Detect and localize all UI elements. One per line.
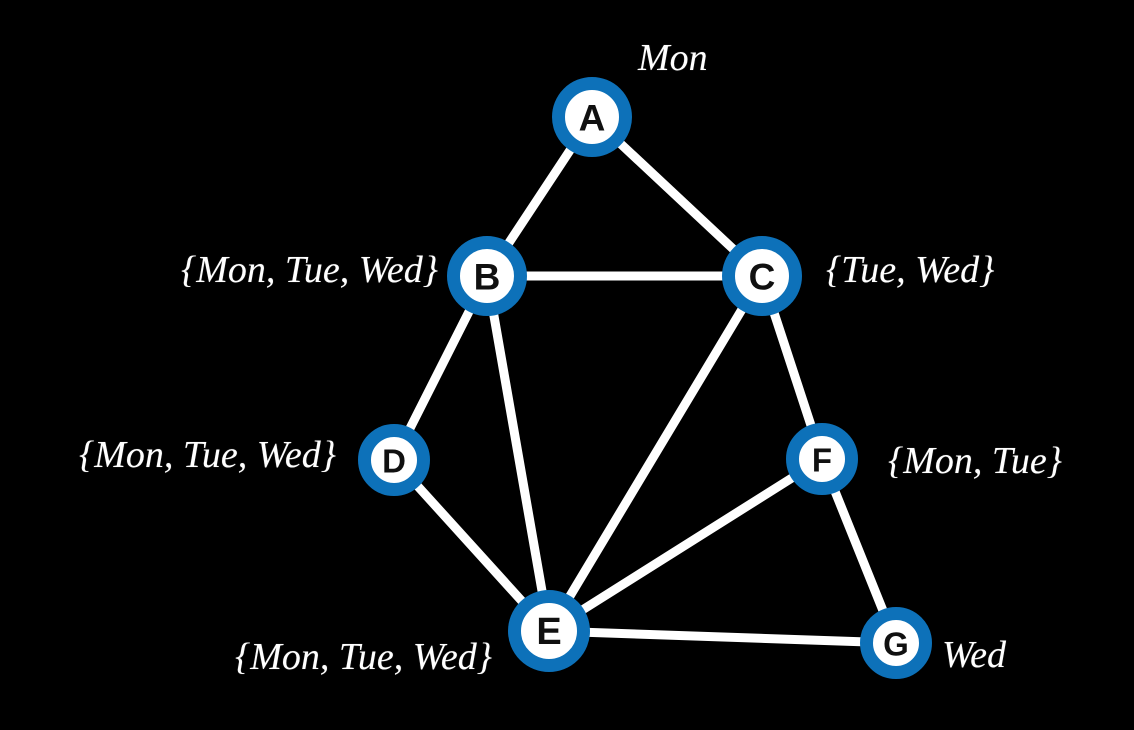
node-letter-b: B	[474, 257, 501, 298]
edge-e-f	[544, 454, 827, 636]
node-circle-b	[447, 236, 527, 316]
edge-e-g	[544, 626, 901, 648]
nodes-layer: A B C D E F G	[358, 77, 932, 679]
node-letter-d: D	[382, 443, 406, 480]
node-circle-e	[508, 590, 590, 672]
node-letter-e: E	[536, 611, 561, 653]
domain-label-g: Wed	[942, 634, 1007, 676]
edge-b-e	[482, 271, 554, 636]
domain-label-b: {Mon, Tue, Wed}	[181, 249, 438, 291]
domain-label-c: {Tue, Wed}	[826, 249, 995, 291]
node-letter-f: F	[812, 442, 832, 479]
node-circle-g	[860, 607, 932, 679]
node-circle-a	[552, 77, 632, 157]
node-circle-d	[358, 424, 430, 496]
node-g[interactable]: G	[860, 607, 932, 679]
node-f[interactable]: F	[786, 423, 858, 495]
node-letter-a: A	[579, 98, 606, 139]
node-letter-g: G	[883, 626, 909, 663]
node-d[interactable]: D	[358, 424, 430, 496]
node-circle-c	[722, 236, 802, 316]
edge-c-e	[544, 271, 767, 636]
domain-label-d: {Mon, Tue, Wed}	[79, 434, 336, 476]
node-b[interactable]: B	[447, 236, 527, 316]
domain-label-e: {Mon, Tue, Wed}	[235, 636, 492, 678]
node-letter-c: C	[749, 257, 776, 298]
node-c[interactable]: C	[722, 236, 802, 316]
node-a[interactable]: A	[552, 77, 632, 157]
domain-label-f: {Mon, Tue}	[888, 440, 1062, 482]
domain-label-a: Mon	[638, 37, 708, 79]
node-circle-f	[786, 423, 858, 495]
node-e[interactable]: E	[508, 590, 590, 672]
edges-layer	[389, 112, 901, 648]
